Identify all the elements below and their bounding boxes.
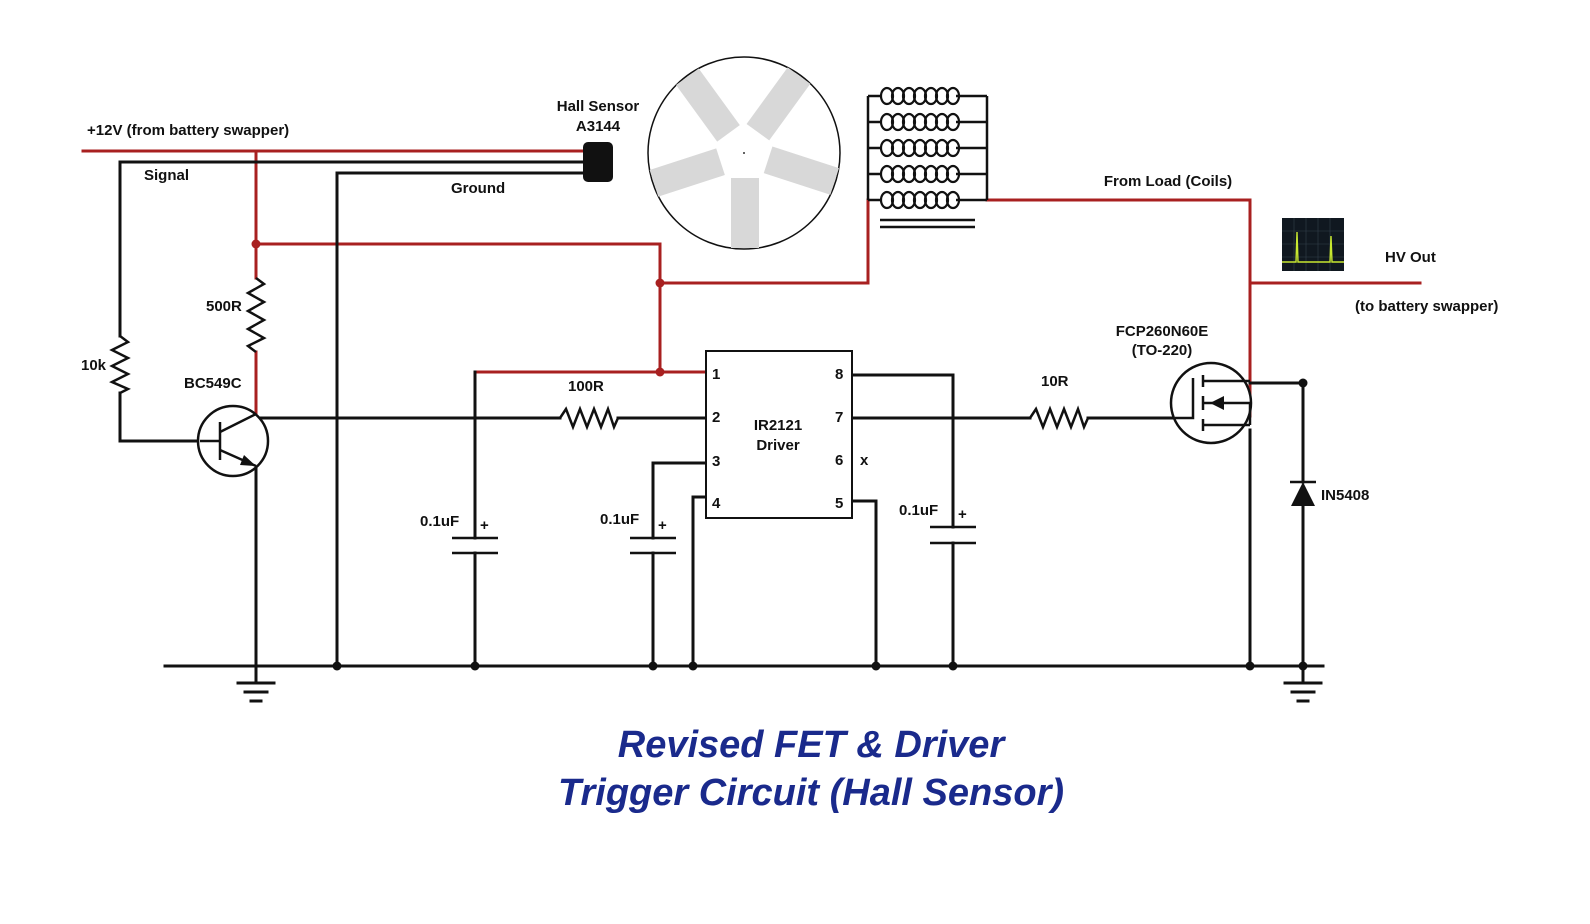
ground-symbol-left: [236, 681, 276, 703]
title-line-1: Revised FET & Driver: [618, 724, 1007, 766]
wire-pin5: [850, 499, 878, 668]
capacitor-3: [930, 525, 976, 545]
title-line-2: Trigger Circuit (Hall Sensor): [558, 772, 1064, 814]
wire-pin3: [651, 461, 708, 540]
label-10k: 10k: [81, 357, 107, 374]
label-hv-out: HV Out: [1385, 249, 1436, 266]
transistor-bc549c: [196, 404, 270, 478]
rotor-magnet: [763, 146, 839, 195]
pin-label-3: 3: [712, 453, 720, 470]
label-mosfet-part: FCP260N60E: [1116, 323, 1209, 340]
label-driver-word: Driver: [756, 437, 800, 454]
label-500r: 500R: [206, 298, 242, 315]
label-ground: Ground: [451, 180, 505, 197]
wire-signal-line: [118, 160, 585, 338]
junction-dot: [688, 661, 698, 671]
junction-dot: [648, 661, 658, 671]
wire-hall-ground: [335, 171, 585, 668]
label-10r: 10R: [1041, 373, 1069, 390]
label-hall-part: A3144: [576, 118, 621, 135]
rotor-magnet: [676, 68, 740, 142]
driver-ic-body: [705, 350, 853, 519]
label-cap3: 0.1uF: [899, 502, 938, 519]
rotor-magnet: [731, 178, 759, 248]
pin-label-8: 8: [835, 366, 843, 383]
label-100r: 100R: [568, 378, 604, 395]
labels: +12V (from battery swapper) Signal Groun…: [81, 98, 1498, 534]
coil-winding: [879, 86, 961, 106]
label-driver-name: IR2121: [754, 417, 802, 434]
resistor-100r: [558, 405, 620, 431]
signal-wires: [118, 160, 1325, 684]
junction-dot: [655, 278, 665, 288]
junction-dot: [470, 661, 480, 671]
label-to-battery: (to battery swapper): [1355, 298, 1498, 315]
junction-dot: [1298, 378, 1308, 388]
junction-dot: [1298, 661, 1308, 671]
junction-dot: [1245, 661, 1255, 671]
coil-winding: [879, 190, 961, 210]
label-cap3-plus: +: [958, 506, 967, 523]
pin-label-1: 1: [712, 366, 720, 383]
resistor-10k: [109, 335, 131, 395]
wire-coil-supply: [658, 198, 870, 285]
label-signal: Signal: [144, 167, 189, 184]
wire-drain-to-diode: [1248, 381, 1305, 484]
label-supply: +12V (from battery swapper): [87, 122, 289, 139]
pin-label-5: 5: [835, 495, 843, 512]
label-cap2-plus: +: [658, 517, 667, 534]
capacitor-1: [452, 536, 498, 555]
label-pin6-nc: x: [860, 452, 869, 469]
junction-dot: [948, 661, 958, 671]
label-bc549c: BC549C: [184, 375, 242, 392]
wire-pin8: [850, 373, 955, 529]
label-hall-sensor: Hall Sensor: [557, 98, 640, 115]
rotor-magnet: [649, 148, 725, 197]
label-mosfet-package: (TO-220): [1132, 342, 1193, 359]
junctions: [251, 239, 1308, 671]
resistor-10r: [1028, 405, 1090, 431]
power-wires: [81, 149, 1422, 418]
coil-winding: [879, 138, 961, 158]
label-cap1: 0.1uF: [420, 513, 459, 530]
junction-dot: [871, 661, 881, 671]
pin-label-4: 4: [712, 495, 721, 512]
label-diode: IN5408: [1321, 487, 1369, 504]
rotor-wheel: [647, 56, 841, 250]
coil-core-lines: [880, 218, 975, 229]
capacitor-2: [630, 536, 676, 555]
rotor-magnets: [649, 67, 839, 248]
oscilloscope-icon: [1282, 218, 1344, 271]
pin-label-6: 6: [835, 452, 843, 469]
mosfet-fcp260n60e: [1169, 361, 1253, 445]
junction-dot: [655, 367, 665, 377]
resistor-500r: [245, 277, 267, 353]
pin-label-7: 7: [835, 409, 843, 426]
coil-winding: [879, 164, 961, 184]
label-cap1-plus: +: [480, 517, 489, 534]
junction-dot: [251, 239, 261, 249]
label-from-load: From Load (Coils): [1104, 173, 1232, 190]
coil-winding: [879, 112, 961, 132]
hall-sensor-body: [583, 142, 613, 182]
rotor-magnet: [746, 67, 811, 141]
coil-bank: [866, 86, 989, 229]
pin-label-2: 2: [712, 409, 720, 426]
wire-10k-bottom: [118, 391, 202, 443]
label-cap2: 0.1uF: [600, 511, 639, 528]
wire-pin4: [691, 495, 708, 668]
wire-12v-to-driver: [254, 242, 662, 374]
ground-symbol-right: [1283, 681, 1323, 703]
wire-from-load: [985, 198, 1252, 418]
junction-dot: [332, 661, 342, 671]
diode-in5408: [1290, 480, 1316, 506]
